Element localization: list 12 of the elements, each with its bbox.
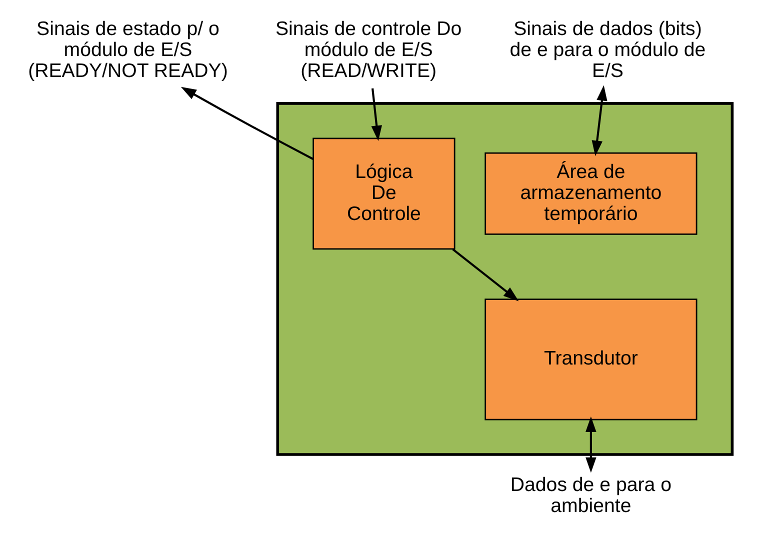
- arrow: [586, 416, 596, 473]
- arrow: [452, 248, 519, 302]
- node-text: Dados de e para o ambiente: [510, 474, 672, 518]
- arrow: [180, 86, 314, 160]
- node-text: Sinais de dados (bits) de e para o módulo de E/S: [510, 18, 706, 82]
- arrow: [592, 85, 608, 156]
- node-text: Sinais de controle Do módulo de E/S (READ/WRITE): [276, 18, 462, 82]
- cluster: [276, 102, 734, 456]
- node-box: Área de armazenamento temporário: [484, 152, 698, 235]
- node-box: Transdutor: [484, 298, 698, 420]
- node-text: Sinais de estado p/ o módulo de E/S (READY/NOT READY): [28, 18, 228, 82]
- node-box: Lógica De Controle: [312, 138, 456, 250]
